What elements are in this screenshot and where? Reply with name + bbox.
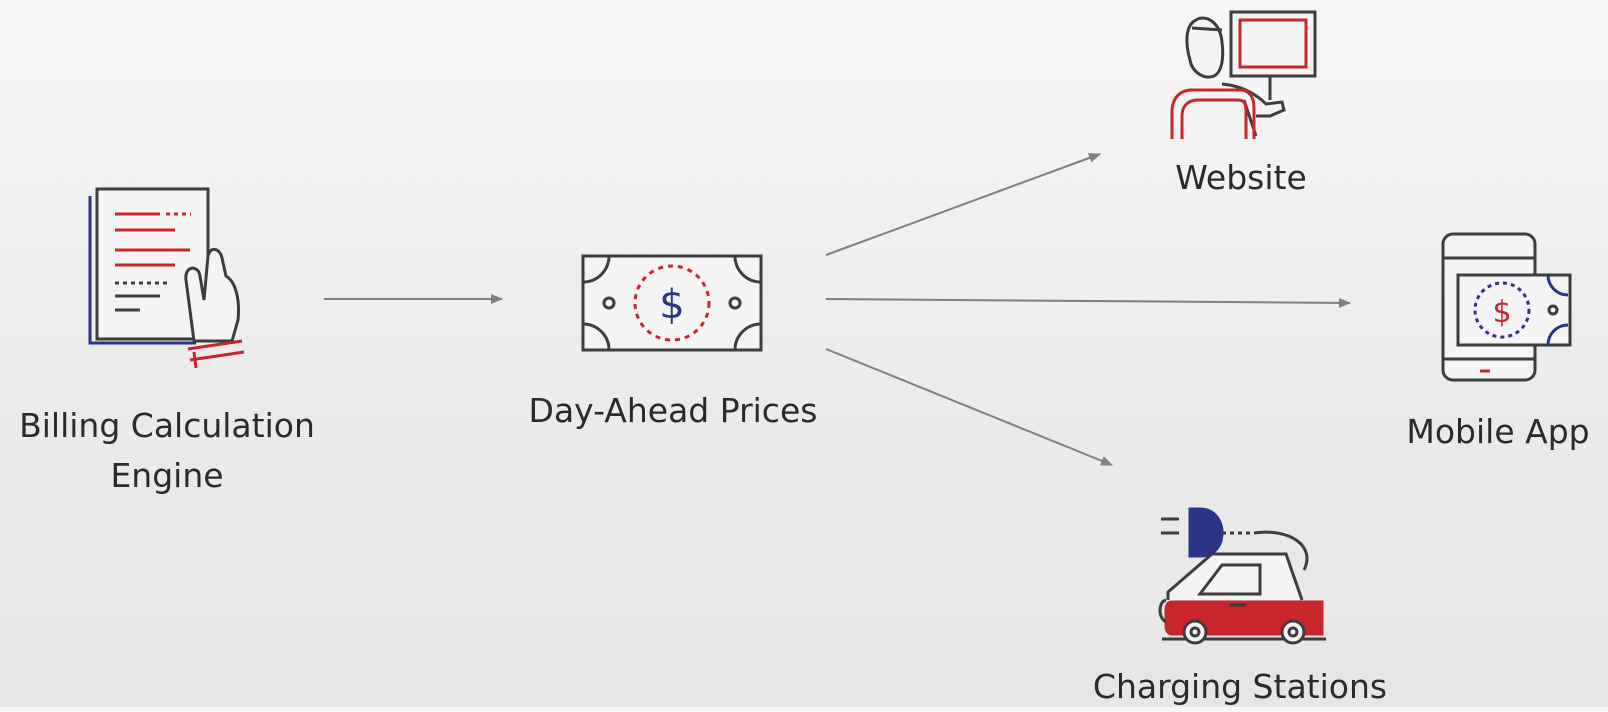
svg-text:$: $ bbox=[1492, 295, 1511, 330]
edge-dayahead-to-website bbox=[825, 153, 1101, 256]
edge-dayahead-to-mobile bbox=[825, 297, 1351, 308]
person-at-computer-icon bbox=[1170, 10, 1317, 139]
phone-banknote-icon: $ bbox=[1441, 232, 1572, 382]
document-hand-icon bbox=[88, 187, 245, 369]
day-ahead-prices-label: Day-Ahead Prices bbox=[528, 391, 818, 430]
billing-calculation-engine-label: Billing Calculation Engine bbox=[19, 406, 315, 495]
mobile-app-label: Mobile App bbox=[1406, 412, 1590, 451]
svg-text:$: $ bbox=[659, 282, 684, 328]
website-label: Website bbox=[1175, 158, 1307, 197]
electric-car-plug-icon bbox=[1158, 507, 1326, 645]
edge-dayahead-to-charging bbox=[825, 348, 1113, 466]
banknote-dollar-icon: $ bbox=[581, 254, 763, 352]
charging-stations-label: Charging Stations bbox=[1092, 667, 1388, 706]
